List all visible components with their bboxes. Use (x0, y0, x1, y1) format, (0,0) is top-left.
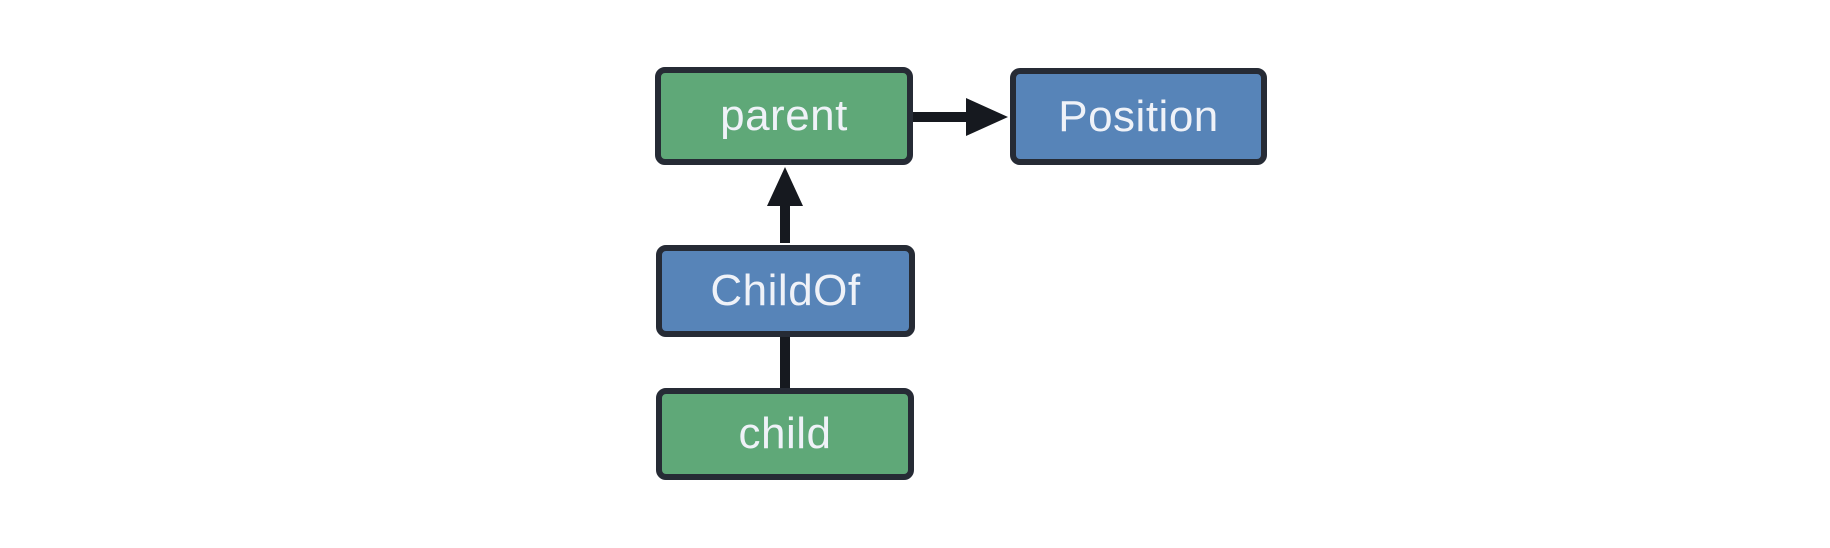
edge-childof-to-parent-arrow (767, 167, 803, 243)
node-child-label: child (738, 409, 832, 458)
node-parent-label: parent (720, 91, 848, 140)
node-parent: parent (655, 67, 913, 165)
node-position: Position (1010, 68, 1267, 165)
node-child: child (656, 388, 914, 480)
edge-parent-to-position-arrow (913, 98, 1008, 136)
node-position-label: Position (1058, 91, 1219, 141)
node-childof-label: ChildOf (710, 266, 861, 315)
node-childof: ChildOf (656, 245, 915, 337)
